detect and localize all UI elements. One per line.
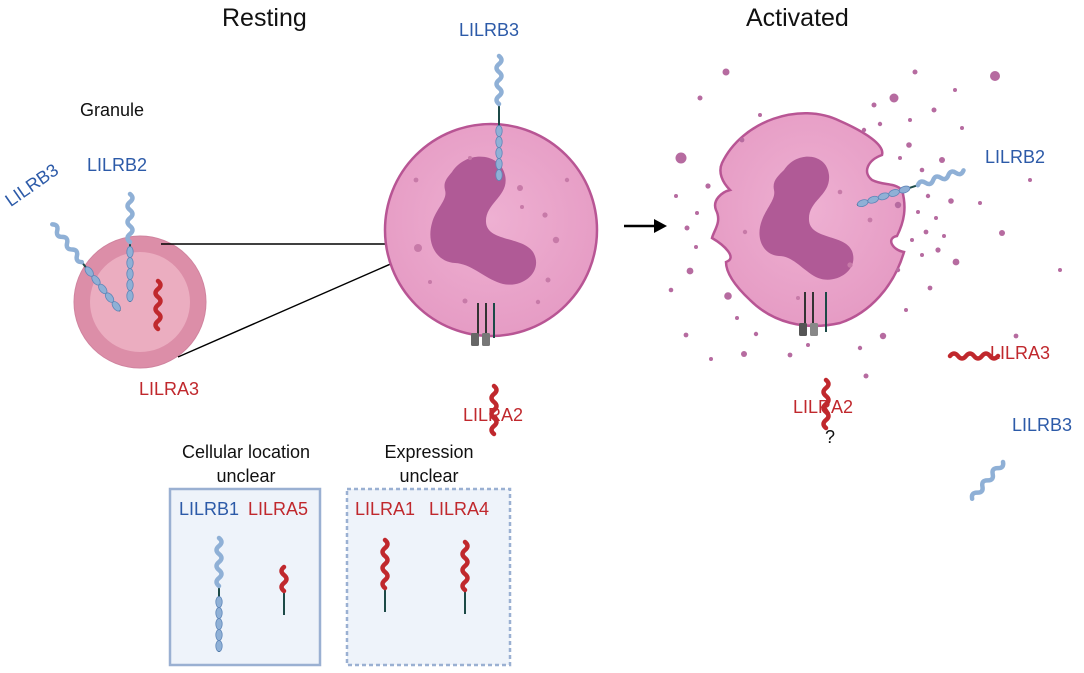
activated-nucleus xyxy=(759,156,854,280)
arrow-right-icon xyxy=(624,219,667,233)
resting-lilra2-receptor xyxy=(471,303,497,434)
activated-neutrophil xyxy=(710,112,906,328)
activated-lilrb3-label: LILRB3 xyxy=(1012,415,1073,435)
granule xyxy=(73,235,207,369)
released-particles xyxy=(668,68,1062,379)
box-lilrb1-label: LILRB1 xyxy=(179,499,240,519)
granule-lilrb2-receptor xyxy=(127,194,133,302)
granule-lilrb3-receptor xyxy=(50,222,123,313)
activated-lilra3-label: LILRA3 xyxy=(990,343,1051,363)
resting-lilrb3-label: LILRB3 xyxy=(459,20,520,40)
box-lilra4-receptor xyxy=(463,542,468,614)
location-unclear-caption-line2: unclear xyxy=(216,466,276,487)
box-lilrb1-receptor xyxy=(216,538,222,652)
granule-lilrb2-label: LILRB2 xyxy=(87,155,148,175)
fcr-gamma-adaptor xyxy=(471,333,479,346)
granule-lilra3-receptor xyxy=(156,281,161,329)
resting-lilrb3-receptor xyxy=(496,56,502,181)
expression-unclear-caption-line1: Expression xyxy=(384,442,474,462)
granule-title: Granule xyxy=(80,100,145,120)
box-lilra1-receptor xyxy=(383,540,388,612)
heading-activated: Activated xyxy=(746,4,849,32)
expression-unclear-box xyxy=(345,487,512,667)
box-lilra1-label: LILRA1 xyxy=(355,499,416,519)
zoom-line-bottom xyxy=(177,251,419,358)
box-lilra5-label: LILRA5 xyxy=(248,499,309,519)
activated-lilrb2-receptor xyxy=(856,167,964,209)
granule-lilra3-label: LILRA3 xyxy=(139,379,200,399)
box-lilra5-receptor xyxy=(279,564,289,615)
resting-nucleus xyxy=(430,156,537,285)
activated-lilra2-label: LILRA2 xyxy=(793,397,854,417)
expression-unclear-caption-line2: unclear xyxy=(399,466,459,487)
activated-question-mark: ? xyxy=(825,427,836,447)
location-unclear-caption-line1: Cellular location xyxy=(181,442,311,462)
activated-lilra2-receptor xyxy=(799,292,829,428)
resting-lilra2-label: LILRA2 xyxy=(463,405,524,425)
heading-resting: Resting xyxy=(222,4,307,32)
resting-neutrophil xyxy=(383,122,599,338)
activated-lilrb2-label: LILRB2 xyxy=(985,147,1046,167)
location-unclear-box xyxy=(168,487,322,667)
box-lilra4-label: LILRA4 xyxy=(429,499,490,519)
soluble-lilrb3 xyxy=(970,460,1005,500)
expression-unclear-caption: Expression unclear xyxy=(354,440,504,489)
resting-cytoplasm-granules xyxy=(413,156,570,305)
location-unclear-caption: Cellular location unclear xyxy=(168,440,324,489)
